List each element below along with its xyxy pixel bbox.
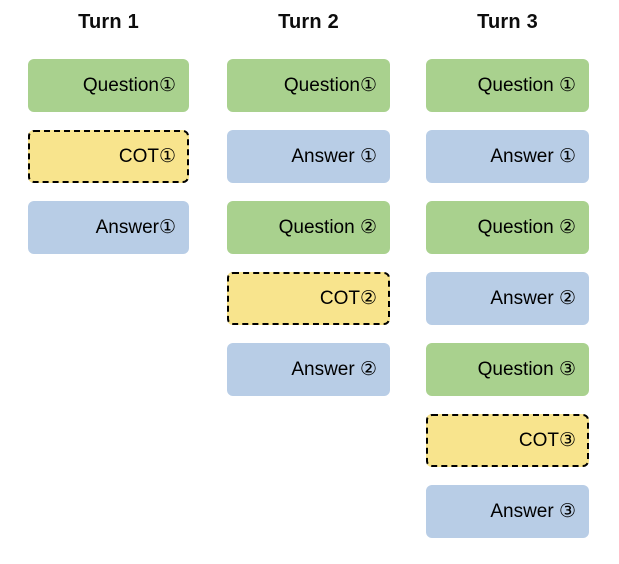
question-box: Question ② [227,201,390,254]
answer-box: Answer ② [426,272,589,325]
turn-title: Turn 3 [477,11,538,33]
turn-column-3: Turn 3 Question ① Answer ① Question ② Answe… [426,10,589,556]
turn-boxes: Question① Answer ① Question ② COT② Answer ② [227,59,390,396]
question-box: Question① [28,59,189,112]
answer-box: Answer ③ [426,485,589,538]
cot-box: COT① [28,130,189,183]
question-box: Question ② [426,201,589,254]
cot-box: COT② [227,272,390,325]
turn-boxes: Question① COT① Answer① [28,59,189,254]
question-box: Question① [227,59,390,112]
question-box: Question ① [426,59,589,112]
turn-boxes: Question ① Answer ① Question ② Answer ② Ques… [426,59,589,538]
turn-column-1: Turn 1 Question① COT① Answer① [28,10,189,272]
answer-box: Answer① [28,201,189,254]
answer-box: Answer ① [426,130,589,183]
answer-box: Answer ② [227,343,390,396]
cot-box: COT③ [426,414,589,467]
answer-box: Answer ① [227,130,390,183]
question-box: Question ③ [426,343,589,396]
turn-title: Turn 1 [78,11,139,33]
turn-title: Turn 2 [278,11,339,33]
turn-column-2: Turn 2 Question① Answer ① Question ② COT② An… [227,10,390,414]
